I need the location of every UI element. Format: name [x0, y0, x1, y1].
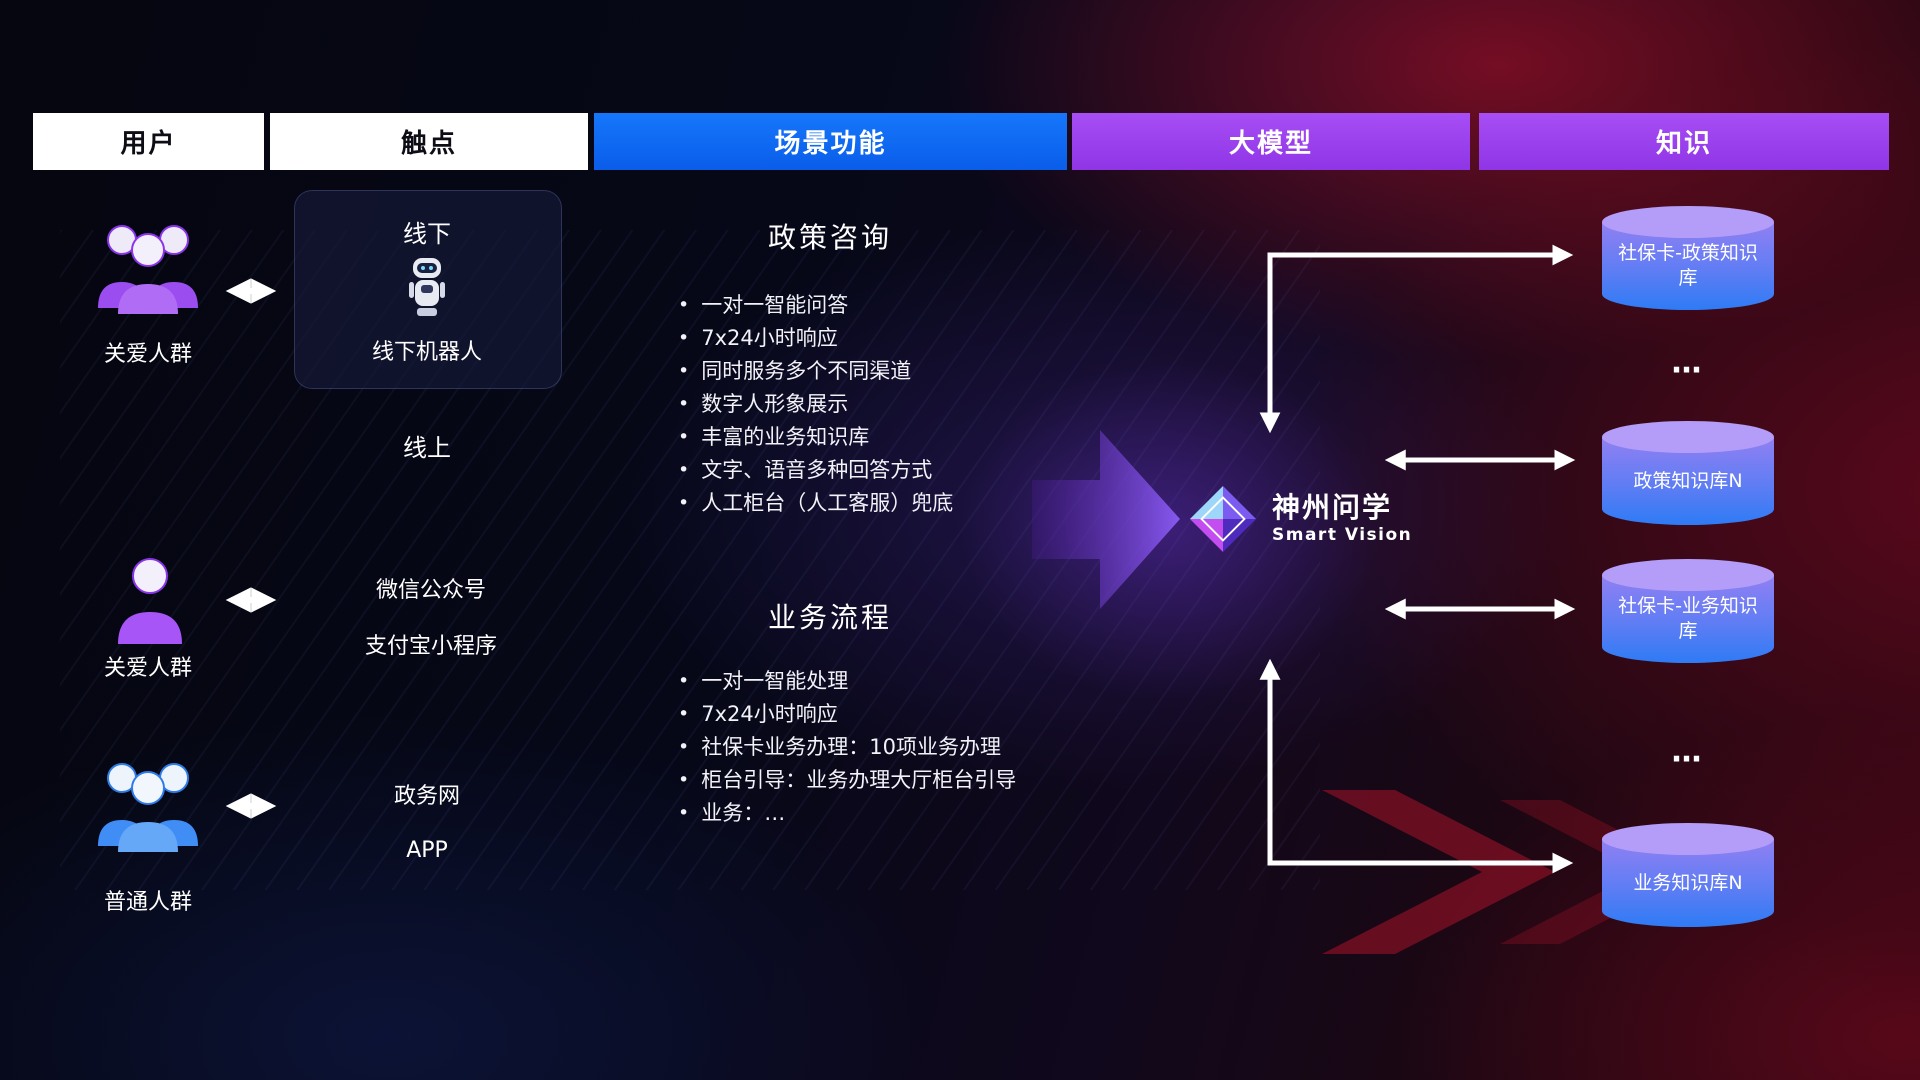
database-icon	[1602, 559, 1774, 663]
knowledge-ellipsis: …	[1671, 345, 1705, 381]
bullet: 业务：…	[678, 797, 1016, 830]
header-label: 用户	[120, 129, 177, 159]
database-icon	[1602, 421, 1774, 525]
brand-text: 神州问学 Smart Vision	[1272, 490, 1413, 546]
ordinary-group-icon	[98, 763, 198, 852]
bullet: 社保卡业务办理：10项业务办理	[678, 731, 1016, 764]
robot-icon	[409, 258, 445, 316]
knowledge-ellipsis: …	[1671, 734, 1705, 770]
channel-gov-web: 政务网	[393, 784, 461, 809]
user-group-label: 关爱人群	[103, 656, 193, 681]
database-icon	[1602, 206, 1774, 310]
online-label: 线上	[403, 434, 451, 462]
knowledge-db-policy-card: 社保卡-政策知识库	[1602, 206, 1774, 310]
database-icon	[1602, 823, 1774, 927]
header-col-users: 用户	[33, 113, 264, 170]
bullet: 7x24小时响应	[678, 322, 953, 355]
offline-robot-label: 线下机器人	[371, 340, 483, 365]
header-label: 知识	[1655, 129, 1712, 159]
knowledge-db-business-card: 社保卡-业务知识库	[1602, 559, 1774, 663]
knowledge-db-label: 社保卡-政策知识库	[1618, 242, 1758, 289]
header-label: 大模型	[1228, 129, 1313, 159]
scenario-title-policy: 政策咨询	[767, 221, 893, 254]
brand-logo: 神州问学 Smart Vision	[1188, 484, 1412, 554]
scenario-business-bullets: 一对一智能处理 7x24小时响应 社保卡业务办理：10项业务办理 柜台引导：业务…	[678, 665, 1016, 830]
scenario-policy-bullets: 一对一智能问答 7x24小时响应 同时服务多个不同渠道 数字人形象展示 丰富的业…	[678, 289, 953, 520]
channel-wechat: 微信公众号	[375, 578, 487, 603]
bullet: 7x24小时响应	[678, 698, 1016, 731]
header-label: 触点	[400, 129, 457, 159]
knowledge-db-policy-n-card: 政策知识库N	[1602, 421, 1774, 525]
user-group-label: 普通人群	[103, 890, 193, 915]
scenario-title-business: 业务流程	[767, 601, 893, 634]
user-group-label: 关爱人群	[103, 342, 193, 367]
channel-alipay: 支付宝小程序	[364, 634, 498, 659]
bullet: 文字、语音多种回答方式	[678, 454, 953, 487]
header-col-model: 大模型	[1072, 113, 1470, 170]
bullet: 丰富的业务知识库	[678, 421, 953, 454]
brand-name: 神州问学	[1272, 490, 1393, 524]
bullet: 一对一智能处理	[678, 665, 1016, 698]
care-person-icon	[118, 558, 182, 644]
offline-title: 线下	[403, 220, 451, 248]
care-group-icon	[98, 225, 198, 314]
diamond-logo-icon	[1189, 485, 1257, 553]
flow-arrow-icon	[1032, 430, 1180, 609]
knowledge-db-label: 业务知识库N	[1633, 871, 1743, 894]
brand-subtitle: Smart Vision	[1272, 525, 1413, 546]
header-col-knowledge: 知识	[1479, 113, 1889, 170]
knowledge-db-business-n-card: 业务知识库N	[1602, 823, 1774, 927]
channel-app: APP	[406, 838, 448, 863]
bullet: 数字人形象展示	[678, 388, 953, 421]
knowledge-db-label: 政策知识库N	[1633, 469, 1743, 492]
knowledge-db-label: 社保卡-业务知识库	[1618, 595, 1758, 642]
header-col-scenarios: 场景功能	[594, 113, 1067, 170]
header-col-touchpoints: 触点	[270, 113, 588, 170]
bullet: 柜台引导：业务办理大厅柜台引导	[678, 764, 1016, 797]
bullet: 同时服务多个不同渠道	[678, 355, 953, 388]
bullet: 一对一智能问答	[678, 289, 953, 322]
bullet: 人工柜台（人工客服）兜底	[678, 487, 953, 520]
header-label: 场景功能	[774, 129, 887, 159]
